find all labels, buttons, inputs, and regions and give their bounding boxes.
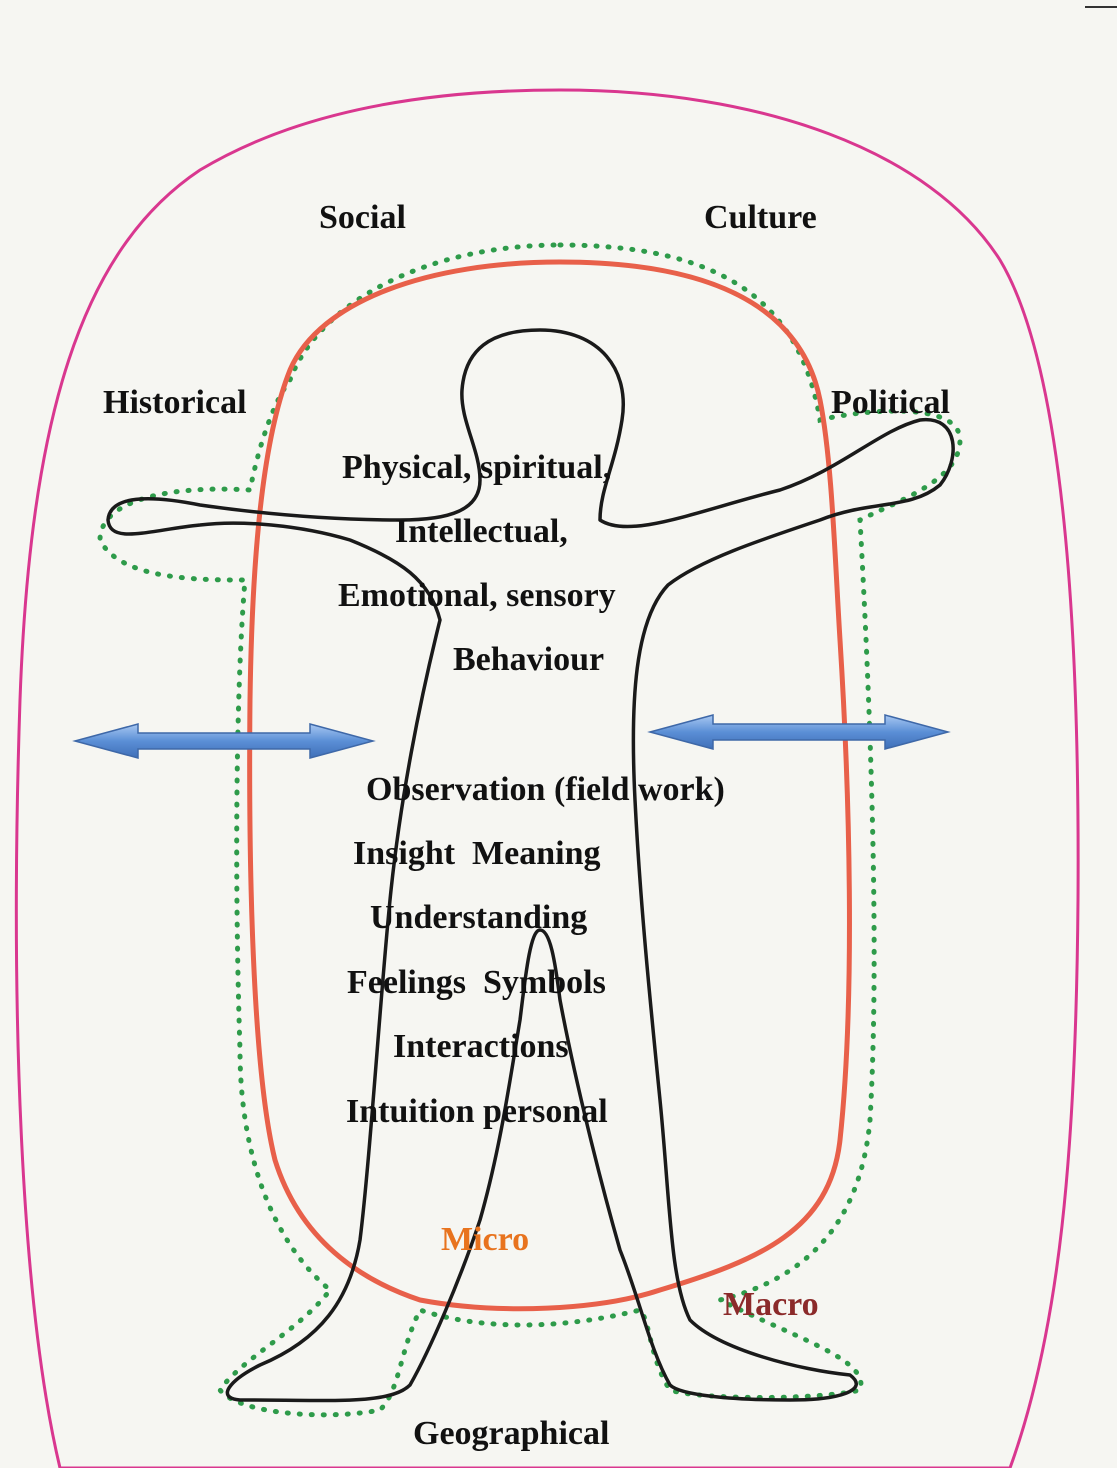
top-edge-mark <box>1085 6 1117 8</box>
label-intellectual: Intellectual, <box>395 515 568 549</box>
label-macro: Macro <box>723 1288 819 1322</box>
label-geographical: Geographical <box>413 1417 609 1451</box>
label-micro: Micro <box>441 1223 529 1257</box>
label-physical-spiritual: Physical, spiritual, <box>342 451 611 485</box>
right-double-arrow <box>650 715 948 749</box>
label-emotional-sensory: Emotional, sensory <box>338 579 616 613</box>
label-understanding: Understanding <box>370 901 587 935</box>
label-observation: Observation (field work) <box>366 773 725 807</box>
left-double-arrow <box>75 724 373 758</box>
label-social: Social <box>319 201 406 235</box>
label-political: Political <box>831 386 950 420</box>
label-historical: Historical <box>103 386 247 420</box>
label-insight-meaning: Insight Meaning <box>353 837 601 871</box>
label-feelings-symbols: Feelings Symbols <box>347 966 606 1000</box>
label-interactions: Interactions <box>393 1030 569 1064</box>
label-intuition-personal: Intuition personal <box>346 1095 608 1129</box>
label-behaviour: Behaviour <box>453 643 604 677</box>
label-culture: Culture <box>704 201 817 235</box>
